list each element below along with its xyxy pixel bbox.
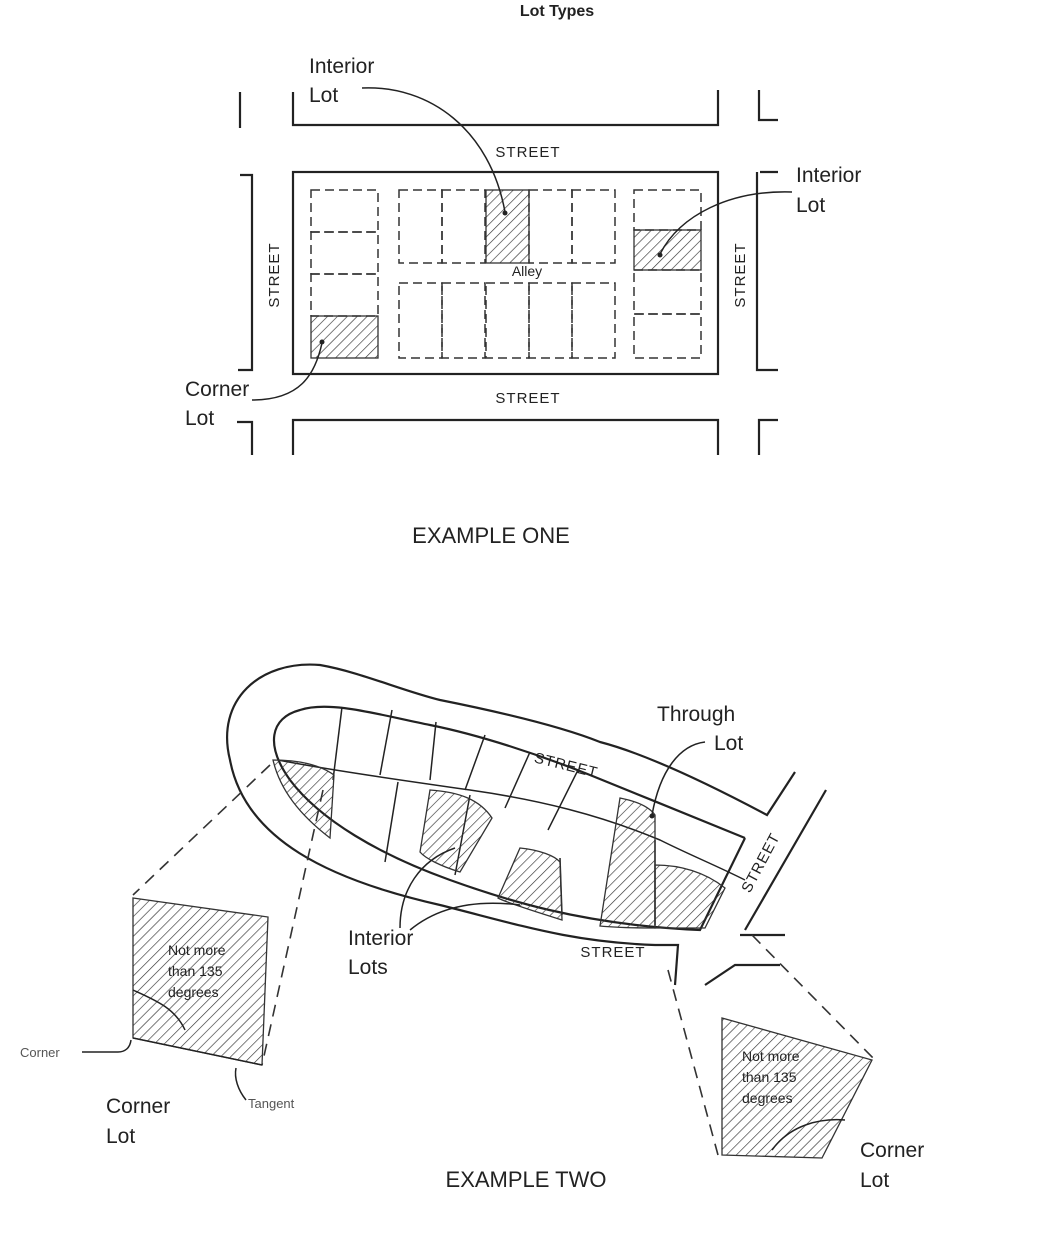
example-two-block: STREET STREET STREET Through Lot Interio… [20,663,924,1192]
lot-mid-line [277,759,746,881]
leader-line [659,191,793,255]
leader-line [399,847,456,929]
top-lot-row [332,706,579,831]
leader-line [361,87,506,213]
corner-lot-detail-right [721,1017,873,1159]
corner-lot-shaded [310,315,379,359]
through-lot-shaded [599,797,656,929]
angle-note-left-2: than 135 [168,963,223,979]
corner-lot-right-label-2: Lot [860,1169,889,1192]
diagram-title: Lot Types [520,3,594,20]
through-lot-label-2: Lot [714,732,743,755]
corner-lot-label-1: Corner [185,378,249,401]
corner-label: Corner [20,1045,60,1060]
top-middle-lots [398,189,616,264]
tangent-line [132,1037,263,1066]
leader-line [251,342,323,401]
corner-lot-left-label-1: Corner [106,1095,170,1118]
street-label-bottom: STREET [580,944,645,961]
magnify-line [132,764,271,896]
corner-lot-shaded-right [654,864,726,929]
example-one-block: STREET STREET STREET STREET Alley Interi… [185,55,861,548]
interior-lot-top-label-2: Lot [309,84,338,107]
street-edge [291,418,720,455]
street-label-top: STREET [495,144,560,161]
interior-lot-shaded-right [633,229,702,271]
magnify-line [261,789,324,1066]
street-edge [757,418,778,455]
street-label-right: STREET [732,242,749,307]
magnify-line [751,934,876,1061]
alley-label: Alley [512,263,542,279]
interior-lot-top-label-1: Interior [309,55,374,78]
street-label-loop: STREET [532,750,599,782]
angle-arc [771,1118,846,1151]
leader-line [82,1039,132,1053]
bottom-middle-lots [398,282,616,359]
block-outline [291,170,720,376]
magnify-line [667,969,719,1156]
street-edge [238,173,254,372]
right-lot-column [633,189,702,359]
angle-note-right-1: Not more [742,1048,800,1064]
corner-lot-label-2: Lot [185,407,214,430]
interior-lot-shaded-top [485,189,530,264]
street-edge [291,90,720,127]
angle-note-left-3: degrees [168,984,219,1000]
left-lot-column [310,189,379,359]
corner-lot-shaded-left [272,759,335,840]
street-edge [757,90,778,122]
street-edge [755,172,778,372]
corner-lot-right-label-1: Corner [860,1139,924,1162]
example-two-caption: EXAMPLE TWO [446,1167,607,1192]
leader-line [651,741,706,816]
street-edge-outer [226,663,796,986]
corner-lot-left-label-2: Lot [106,1125,135,1148]
interior-lot-shaded [419,789,493,873]
interior-lots-label-2: Lots [348,956,388,979]
block-outline [272,705,746,932]
interior-lot-shaded [497,847,563,921]
example-one-caption: EXAMPLE ONE [412,523,570,548]
street-edge [744,789,827,931]
through-lot-label-1: Through [657,703,735,726]
street-edge [237,420,254,455]
street-label-bottom: STREET [495,390,560,407]
angle-arc [132,989,186,1031]
street-edge [704,963,780,986]
leader-line [234,1067,247,1101]
street-label-left: STREET [266,242,283,307]
angle-note-left-1: Not more [168,942,226,958]
tangent-label: Tangent [248,1096,295,1111]
leader-line [409,902,521,931]
interior-lots-label-1: Interior [348,927,413,950]
interior-lot-right-label-2: Lot [796,194,825,217]
interior-lot-right-label-1: Interior [796,164,861,187]
corner-lot-detail-left [132,897,269,1066]
angle-note-right-3: degrees [742,1090,793,1106]
angle-note-right-2: than 135 [742,1069,797,1085]
